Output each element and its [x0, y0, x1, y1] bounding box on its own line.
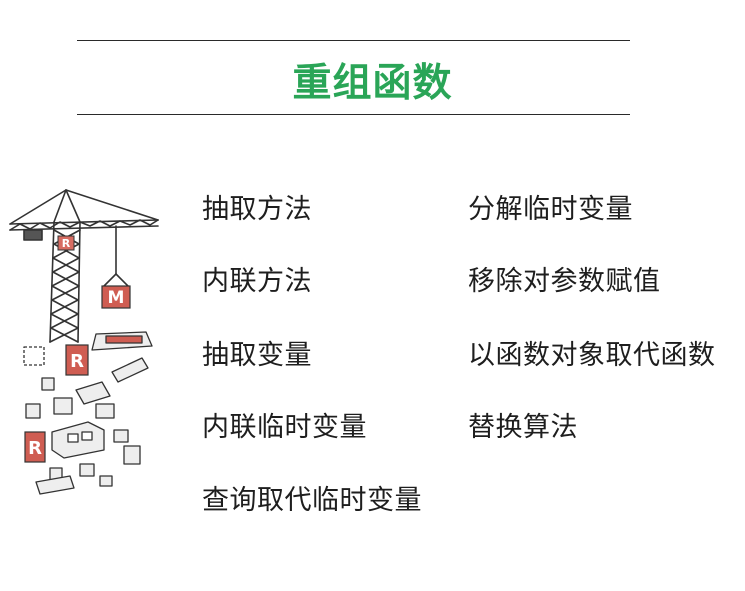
list-item-split-temp: 分解临时变量: [468, 194, 633, 225]
top-divider: [77, 40, 630, 41]
bottom-divider: [77, 114, 630, 115]
list-item-replace-temp-with-query: 查询取代临时变量: [202, 485, 422, 516]
list-item-inline-method: 内联方法: [202, 266, 312, 297]
list-item-inline-temp: 内联临时变量: [202, 412, 367, 443]
slide-title: 重组函数: [292, 61, 453, 106]
svg-text:R: R: [70, 351, 84, 372]
svg-text:R: R: [28, 438, 42, 459]
list-item-remove-param-assignment: 移除对参数赋值: [468, 266, 661, 297]
tower-crane-icon: R M R R: [9, 189, 159, 495]
svg-text:R: R: [62, 237, 71, 250]
list-item-substitute-algorithm: 替换算法: [468, 412, 578, 443]
list-item-extract-variable: 抽取变量: [202, 340, 312, 371]
svg-text:M: M: [108, 288, 125, 308]
list-item-replace-method-with-object: 以函数对象取代函数: [468, 340, 716, 371]
list-item-extract-method: 抽取方法: [202, 194, 312, 225]
